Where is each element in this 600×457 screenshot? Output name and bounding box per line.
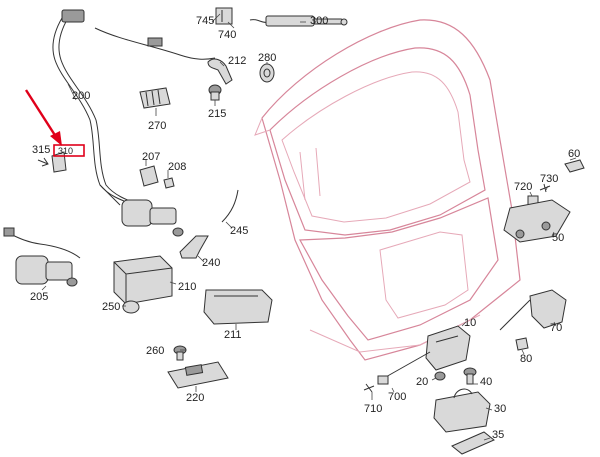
part-212-lever: [207, 58, 233, 85]
label-250: 250: [102, 301, 120, 313]
part-315-screw: [37, 157, 49, 167]
highlight-box: [53, 144, 85, 157]
part-700-rod: [377, 351, 431, 385]
label-745: 745: [196, 15, 214, 27]
part-10-lock: [425, 325, 471, 371]
label-212: 212: [228, 55, 246, 67]
label-245: 245: [230, 225, 248, 237]
label-60: 60: [568, 148, 580, 160]
label-30: 30: [494, 403, 506, 415]
label-207: 207: [142, 151, 160, 163]
part-labels: 745 740 300 200 212 280 270 215 315 310 …: [30, 15, 580, 441]
label-215: 215: [208, 108, 226, 120]
part-208-clip: [163, 177, 175, 189]
part-40-bolt: [463, 367, 477, 385]
part-205-actuator: [3, 227, 81, 287]
label-210: 210: [178, 281, 196, 293]
label-720: 720: [514, 181, 532, 193]
label-710: 710: [364, 403, 382, 415]
label-70: 70: [550, 322, 562, 334]
cable-upper: [94, 27, 216, 60]
part-35-plate: [451, 431, 495, 455]
label-260: 260: [146, 345, 164, 357]
part-215-grommet: [208, 84, 222, 101]
label-310: 310: [58, 146, 73, 156]
part-actuator-upper: [99, 184, 184, 237]
part-280-washer: [259, 63, 275, 83]
part-210-lock-module: [113, 255, 173, 305]
part-70-bracket: [499, 289, 567, 331]
part-740-clip: [215, 7, 233, 25]
part-730-screw: [539, 183, 551, 193]
label-220: 220: [186, 392, 204, 404]
part-80-screw: [515, 337, 529, 351]
part-710-screw: [363, 383, 375, 393]
label-20: 20: [416, 376, 428, 388]
label-280: 280: [258, 52, 276, 64]
label-270: 270: [148, 120, 166, 132]
cable-clip-icon: [61, 9, 85, 23]
part-240-bracket: [179, 235, 209, 259]
label-211: 211: [224, 329, 242, 341]
label-200: 200: [72, 90, 90, 102]
label-205: 205: [30, 291, 48, 303]
label-300: 300: [310, 15, 328, 27]
leader-lines: [41, 13, 577, 441]
label-740: 740: [218, 29, 236, 41]
label-315: 315: [32, 144, 50, 156]
label-208: 208: [168, 161, 186, 173]
red-arrow-icon: [24, 89, 62, 146]
part-245-seal: [221, 189, 239, 223]
part-250-grommet: [122, 300, 140, 314]
part-60-cap: [564, 159, 585, 173]
part-270-connector: [139, 87, 171, 109]
tailgate-outline: [254, 19, 521, 361]
part-260-screw: [173, 345, 187, 361]
label-10: 10: [464, 317, 476, 329]
label-35: 35: [492, 429, 504, 441]
label-80: 80: [520, 353, 532, 365]
label-40: 40: [480, 376, 492, 388]
part-50-hinge: [503, 199, 571, 243]
part-211-cover: [203, 289, 273, 325]
cable-200: [52, 9, 142, 206]
part-20-screw: [434, 371, 446, 381]
part-207-bracket: [139, 165, 159, 187]
label-730: 730: [540, 173, 558, 185]
label-700: 700: [388, 391, 406, 403]
label-50: 50: [552, 232, 564, 244]
part-30-latch: [433, 388, 491, 433]
cable-end-icon: [147, 37, 163, 47]
label-240: 240: [202, 257, 220, 269]
part-310-bracket: [51, 151, 67, 173]
part-220-plate: [167, 361, 229, 389]
part-300-gas-strut: [249, 15, 348, 27]
